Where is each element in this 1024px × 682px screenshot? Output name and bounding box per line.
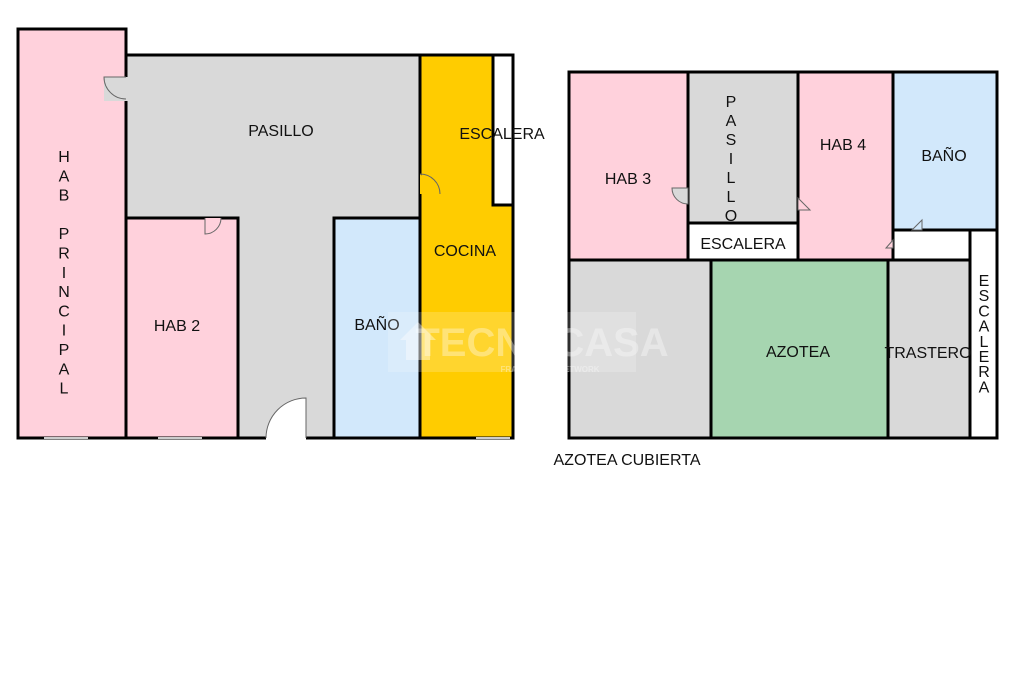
floor-2: HAB 3 HAB 4 BAÑO ESCALERA AZOTEA TRASTER… [554, 70, 999, 469]
cocina-label: COCINA [434, 243, 497, 260]
bano-2-label: BAÑO [921, 145, 966, 165]
pasillo-label: PASILLO [248, 123, 314, 140]
bano-room [332, 216, 422, 440]
escalera-label: ESCALERA [459, 126, 545, 143]
hab-3-room [567, 70, 690, 262]
escalera-2-label: ESCALERA [700, 236, 786, 253]
bano-label: BAÑO [354, 314, 399, 334]
escalera-3-stair [968, 228, 999, 440]
watermark-brand: TECNOCASA [415, 321, 668, 365]
door-entry [265, 397, 307, 442]
trastero-label: TRASTERO [884, 345, 971, 362]
house-icon [400, 322, 436, 360]
escalera-stair [491, 53, 515, 207]
door-hab-2 [204, 217, 222, 235]
azotea-cubierta-area [567, 258, 713, 440]
azotea-area [709, 258, 890, 440]
hab-3-label: HAB 3 [605, 171, 651, 188]
watermark-box [388, 312, 636, 372]
azotea-label: AZOTEA [766, 344, 830, 361]
pasillo-2-area [686, 70, 800, 225]
door-landing [884, 238, 894, 249]
door-cocina [419, 173, 441, 195]
door-bano-2 [910, 218, 923, 231]
hab-2-room [124, 216, 240, 440]
watermark-tagline: FRANCHISING NETWORK [500, 365, 599, 374]
door-hab-principal [103, 76, 128, 101]
hab-2-label: HAB 2 [154, 318, 200, 335]
door-hab-4 [797, 196, 812, 211]
door-hab-3 [671, 187, 689, 205]
hab-4-room [796, 70, 895, 262]
hab-4-label: HAB 4 [820, 137, 866, 154]
landing [891, 228, 972, 262]
azotea-cubierta-label: AZOTEA CUBIERTA [554, 452, 701, 469]
pasillo-area [126, 55, 420, 438]
bano-2-room [891, 70, 999, 232]
watermark: TECNOCASA FRANCHISING NETWORK [388, 312, 669, 374]
